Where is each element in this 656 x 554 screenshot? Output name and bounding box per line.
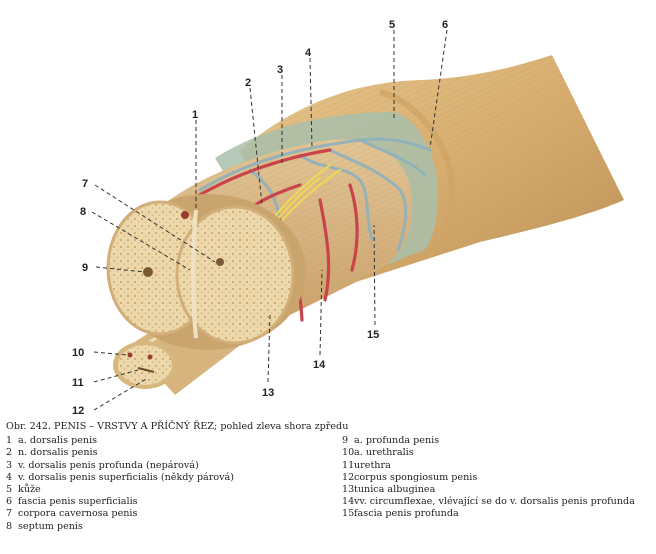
legend-text: kůže [18,484,41,496]
legend-number: 12 [342,471,355,483]
legend-number: 15 [342,508,355,520]
legend-item: 7 corpora cavernosa penis [6,508,342,520]
legend-text: v. dorsalis penis superficialis (někdy p… [18,471,234,483]
legend-number: 11 [342,459,355,471]
label-2: 2 [245,77,251,89]
cross-section-cavernosa [106,194,306,350]
legend-number: 14 [342,496,355,508]
legend-text: n. dorsalis penis [18,447,98,459]
legend-text: v. dorsalis penis profunda (nepárová) [18,459,199,471]
label-10: 10 [72,347,84,359]
leader-lines [91,29,448,411]
caption-title: Obr. 242. PENIS – VRSTVY A PŘÍČNÝ ŘEZ; p… [6,421,349,432]
legend-text: corpora cavernosa penis [18,508,138,520]
legend-text: tunica albuginea [354,484,436,496]
legend-number: 1 [6,435,13,447]
label-7: 7 [82,178,88,190]
legend-number: 7 [6,508,13,520]
legend-number: 3 [6,459,13,471]
legend-text: fascia penis profunda [354,508,459,520]
legend-number: 5 [6,484,13,496]
label-8: 8 [80,206,86,218]
label-11: 11 [72,377,84,389]
legend-item: 6 fascia penis superficialis [6,496,342,508]
label-3: 3 [277,64,283,76]
legend-text: a. profunda penis [354,435,440,447]
figure-labels: 1 2 3 4 5 6 7 8 9 10 11 12 13 14 15 [72,19,448,417]
label-1: 1 [192,109,198,121]
cross-section-spongiosum [113,341,177,389]
legend-column-left: 1 a. dorsalis penis 2 n. dorsalis penis 3 v. … [6,435,342,533]
label-13: 13 [262,387,274,399]
legend-text: a. urethralis [354,447,414,459]
legend-number: 10 [342,447,355,459]
figure-caption: Obr. 242. PENIS – VRSTVY A PŘÍČNÝ ŘEZ; p… [6,421,646,533]
legend-text: urethra [354,459,391,471]
label-5: 5 [389,19,395,31]
legend-number: 6 [6,496,13,508]
legend-number: 13 [342,484,355,496]
legend-text: a. dorsalis penis [18,435,98,447]
legend-text: corpus spongiosum penis [354,471,478,483]
legend-item: 5 kůže [6,484,342,496]
label-4: 4 [305,47,312,59]
legend: 1 a. dorsalis penis 2 n. dorsalis penis 3 v. … [6,435,646,533]
legend-item: 2 n. dorsalis penis [6,447,342,459]
legend-item: 8 septum penis [6,521,342,533]
legend-number: 4 [6,471,13,483]
legend-text: septum penis [18,520,83,532]
legend-number: 9 [342,435,349,447]
label-9: 9 [82,262,88,274]
label-12: 12 [72,405,84,417]
legend-item: 9 a. profunda penis [342,435,635,447]
label-14: 14 [313,359,326,371]
legend-item: 3 v. dorsalis penis profunda (nepárová) [6,460,342,472]
anatomy-illustration: 1 2 3 4 5 6 7 8 9 10 11 12 13 14 15 [72,19,624,417]
legend-text: vv. circumflexae, vlévající se do v. dor… [354,496,635,508]
legend-item: 4 v. dorsalis penis superficialis (někdy … [6,472,342,484]
label-6: 6 [442,19,448,31]
legend-item: 1 a. dorsalis penis [6,435,342,447]
label-15: 15 [367,329,379,341]
legend-text: fascia penis superficialis [18,496,138,508]
legend-number: 8 [6,520,13,532]
legend-number: 2 [6,447,13,459]
